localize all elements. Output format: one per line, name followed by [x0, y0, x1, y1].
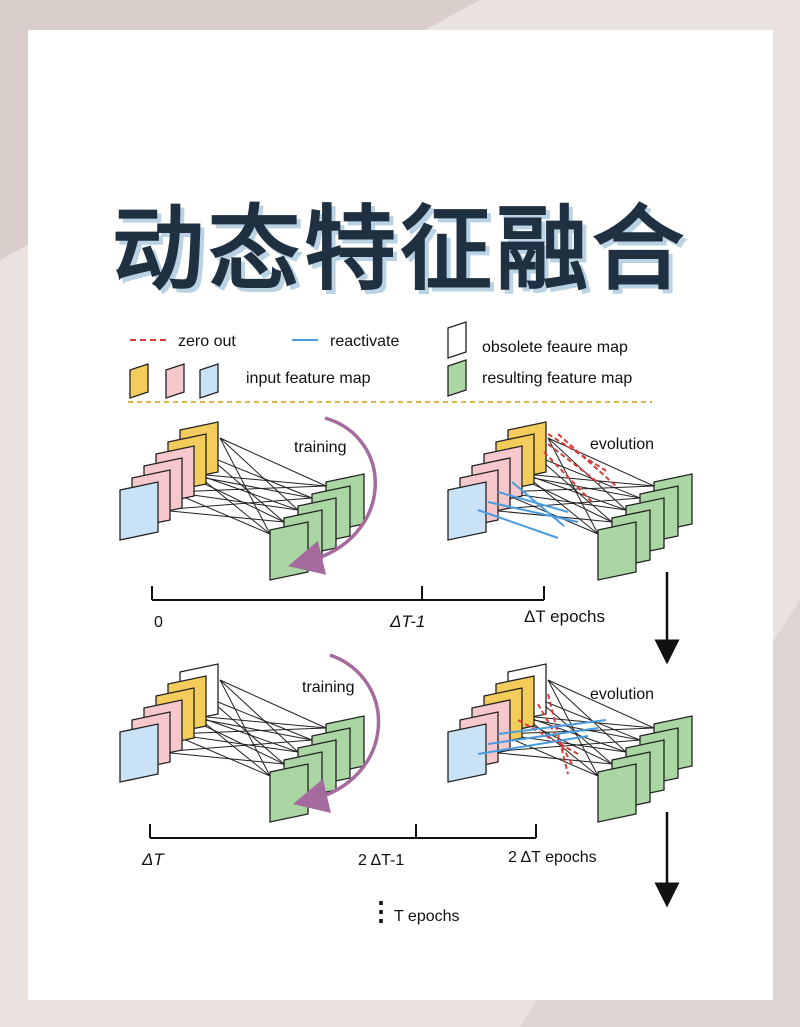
connection-line — [547, 679, 655, 729]
connection-line — [487, 751, 613, 765]
final-epochs-label: T epochs — [394, 908, 460, 925]
resulting-swatch — [447, 359, 467, 397]
connection-line — [219, 679, 299, 753]
network-r1-left — [119, 421, 365, 581]
connection-line — [535, 697, 641, 741]
legend-obsolete-label: obsolete feaure map — [482, 339, 628, 356]
zero-out-line — [547, 443, 601, 485]
legend-reactivate-label: reactivate — [330, 333, 399, 350]
reactivate-line — [477, 509, 559, 539]
training-arc-r1 — [288, 416, 377, 575]
resulting-feature-map — [269, 521, 309, 581]
input-swatch-blue — [199, 363, 219, 399]
tick-mid-r1: ΔT-1 — [389, 612, 425, 631]
connection-line — [547, 437, 655, 487]
legend-zero-out-label: zero out — [178, 333, 236, 350]
training-label-r2: training — [302, 679, 354, 696]
connection-line — [523, 715, 627, 753]
connection-line — [219, 679, 327, 729]
input-feature-map — [447, 481, 487, 541]
page-title: 动态特征融合 — [111, 196, 688, 303]
connection-line — [171, 727, 327, 735]
connection-line — [219, 679, 271, 777]
connection-line — [499, 485, 655, 493]
training-arc-r2 — [292, 653, 381, 814]
network-r1-right — [447, 421, 693, 581]
zero-out-line — [557, 433, 617, 487]
connection-line — [523, 473, 655, 487]
connections — [159, 679, 327, 777]
connection-line — [547, 437, 599, 535]
resulting-feature-map — [597, 521, 637, 581]
input-feature-map — [447, 723, 487, 783]
reactivate-line — [487, 727, 599, 745]
tick-start-r1: 0 — [154, 614, 163, 631]
timeline-r1 — [151, 586, 545, 601]
reactivate-line — [497, 719, 607, 735]
tick-end-r1: ΔT epochs — [524, 607, 605, 626]
connection-line — [523, 473, 627, 511]
input-feature-map — [119, 723, 159, 783]
connection-line — [219, 437, 271, 535]
input-feature-map — [119, 481, 159, 541]
timeline-r2 — [149, 824, 537, 839]
connection-line — [159, 497, 313, 511]
evolution-label-r2: evolution — [590, 686, 654, 703]
tick-end-r2: 2 ΔT epochs — [508, 849, 597, 866]
zero-out-line — [543, 451, 593, 503]
connection-line — [195, 715, 327, 729]
legend: zero out reactivate obsolete feaure map … — [128, 321, 652, 403]
connection-line — [195, 715, 299, 753]
network-r2-right — [447, 663, 693, 823]
reactivate-line — [511, 481, 565, 527]
connection-line — [159, 739, 313, 753]
input-swatch-yellow — [129, 363, 149, 399]
connection-line — [159, 751, 285, 765]
training-label-r1: training — [294, 439, 346, 456]
tick-mid-r2: 2 ΔT-1 — [358, 852, 404, 869]
connection-line — [207, 455, 313, 499]
tick-start-r2: ΔT — [141, 850, 165, 869]
obsolete-swatch — [447, 321, 467, 359]
connection-line — [207, 697, 313, 741]
connection-line — [171, 733, 271, 777]
connection-line — [219, 437, 327, 487]
evolution-label-r1: evolution — [590, 436, 654, 453]
input-swatch-pink — [165, 363, 185, 399]
connection-line — [547, 679, 599, 777]
connection-line — [171, 491, 271, 535]
connection-line — [487, 497, 641, 511]
reactivate-line — [477, 735, 589, 755]
reactivate-line — [497, 491, 569, 513]
connection-line — [195, 473, 327, 487]
connection-line — [171, 485, 327, 493]
legend-input-label: input feature map — [246, 370, 371, 387]
zero-out-line — [517, 719, 579, 755]
resulting-feature-map — [269, 763, 309, 823]
resulting-feature-map — [597, 763, 637, 823]
connection-line — [219, 437, 299, 511]
connection-line — [159, 509, 285, 523]
connection-line — [535, 455, 641, 499]
connection-line — [195, 473, 299, 511]
ellipsis: ⋮ — [368, 896, 394, 926]
connection-line — [547, 679, 627, 753]
reactivate-line — [487, 501, 579, 523]
connection-line — [499, 733, 599, 777]
legend-resulting-label: resulting feature map — [482, 370, 632, 387]
